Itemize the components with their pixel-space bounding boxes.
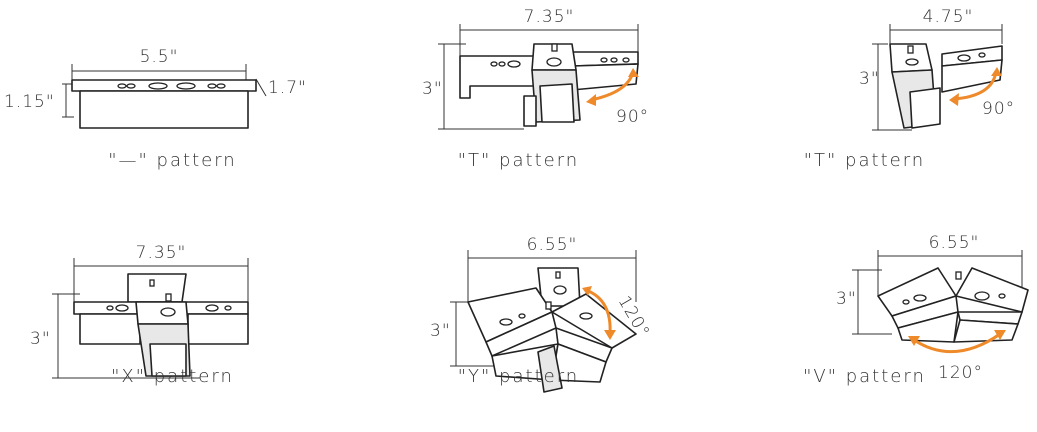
pattern-v: 6.55" 3" 120° "V" pattern xyxy=(692,216,1037,432)
v-bracket xyxy=(877,267,1029,343)
pattern-caption: "—" pattern xyxy=(108,150,237,171)
width-label: 6.55" xyxy=(527,235,578,255)
x-bracket-diagram: 7.35" 3" xyxy=(30,243,249,379)
angle-label: 120° xyxy=(938,363,983,383)
width-label: 5.5" xyxy=(140,47,179,67)
angle-label: 90° xyxy=(982,99,1015,119)
height-label: 3" xyxy=(859,69,880,89)
pattern-caption: "X" pattern xyxy=(111,366,234,387)
x-bracket xyxy=(73,273,249,377)
width-label: 7.35" xyxy=(136,243,187,263)
height-label: 1.15" xyxy=(4,92,55,112)
pattern-t-small: 4.75" 3" 90° "T" pattern xyxy=(692,0,1037,216)
pattern-caption: "T" pattern xyxy=(457,150,580,171)
height-label: 3" xyxy=(836,289,857,309)
depth-label: 1.7" xyxy=(268,78,307,98)
y-bracket-diagram: 6.55" 3" 120° xyxy=(430,235,653,393)
t-bracket-diagram: 4.75" 3" 90° xyxy=(859,7,1015,131)
pattern-y: 6.55" 3" 120° "Y" pattern xyxy=(346,216,691,432)
width-label: 4.75" xyxy=(923,7,974,27)
height-label: 3" xyxy=(422,79,443,99)
height-label: 3" xyxy=(30,329,51,349)
angle-arc xyxy=(585,288,612,335)
v-bracket-diagram: 6.55" 3" 120° xyxy=(836,233,1029,383)
height-label: 3" xyxy=(430,321,451,341)
t-bracket xyxy=(459,43,639,127)
width-label: 6.55" xyxy=(929,233,980,253)
t-bracket-diagram: 7.35" 3" 90° xyxy=(422,7,649,130)
y-bracket xyxy=(467,267,637,393)
pattern-caption: "V" pattern xyxy=(803,366,926,387)
straight-bracket xyxy=(71,79,257,129)
pattern-t-large: 7.35" 3" 90° "T" pattern xyxy=(346,0,691,216)
pattern-caption: "T" pattern xyxy=(803,150,926,171)
pattern-caption: "Y" pattern xyxy=(457,366,580,387)
dash-bracket-diagram: 5.5" 1.15" 1.7" xyxy=(4,47,307,129)
pattern-x: 7.35" 3" "X" pattern xyxy=(0,216,345,432)
angle-label: 90° xyxy=(616,107,649,127)
width-label: 7.35" xyxy=(524,7,575,27)
t-bracket xyxy=(889,43,1003,129)
pattern-dash: 5.5" 1.15" 1.7" "—" pattern xyxy=(0,0,345,216)
angle-arc xyxy=(913,332,1001,354)
